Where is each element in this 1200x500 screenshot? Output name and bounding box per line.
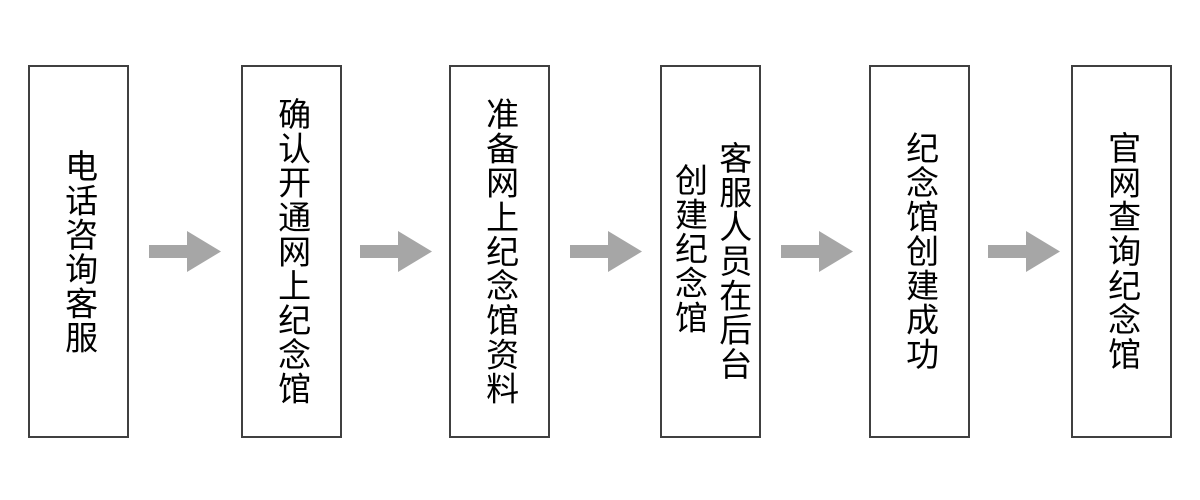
flow-node-1-label: 电话咨询客服: [59, 148, 99, 355]
flow-node-6-label: 官网查询纪念馆: [1102, 131, 1142, 372]
flow-node-2[interactable]: 确认开通网上纪念馆: [241, 65, 342, 438]
arrow-right-icon-3: [570, 231, 642, 272]
arrow-right-icon-2: [360, 231, 432, 272]
flow-node-5-label: 纪念馆创建成功: [900, 131, 940, 372]
arrow-right-icon-1: [149, 231, 221, 272]
flow-node-4[interactable]: 客服人员在后台 创建纪念馆: [660, 65, 761, 438]
flow-node-1[interactable]: 电话咨询客服: [28, 65, 129, 438]
arrow-right-icon-5: [988, 231, 1060, 272]
flow-node-3-label: 准备网上纪念馆资料: [480, 97, 520, 406]
flow-node-4-label-part2: 创建纪念馆: [669, 163, 709, 335]
flow-node-2-label: 确认开通网上纪念馆: [272, 97, 312, 406]
flow-node-3[interactable]: 准备网上纪念馆资料: [449, 65, 550, 438]
flow-node-6[interactable]: 官网查询纪念馆: [1071, 65, 1172, 438]
flow-node-4-column-2: 创建纪念馆: [666, 67, 710, 335]
arrow-right-icon-4: [781, 231, 853, 272]
flow-node-5[interactable]: 纪念馆创建成功: [869, 65, 970, 438]
flow-node-4-label-part1: 客服人员在后台: [713, 141, 753, 382]
flow-node-4-column-1: 客服人员在后台: [711, 67, 755, 381]
